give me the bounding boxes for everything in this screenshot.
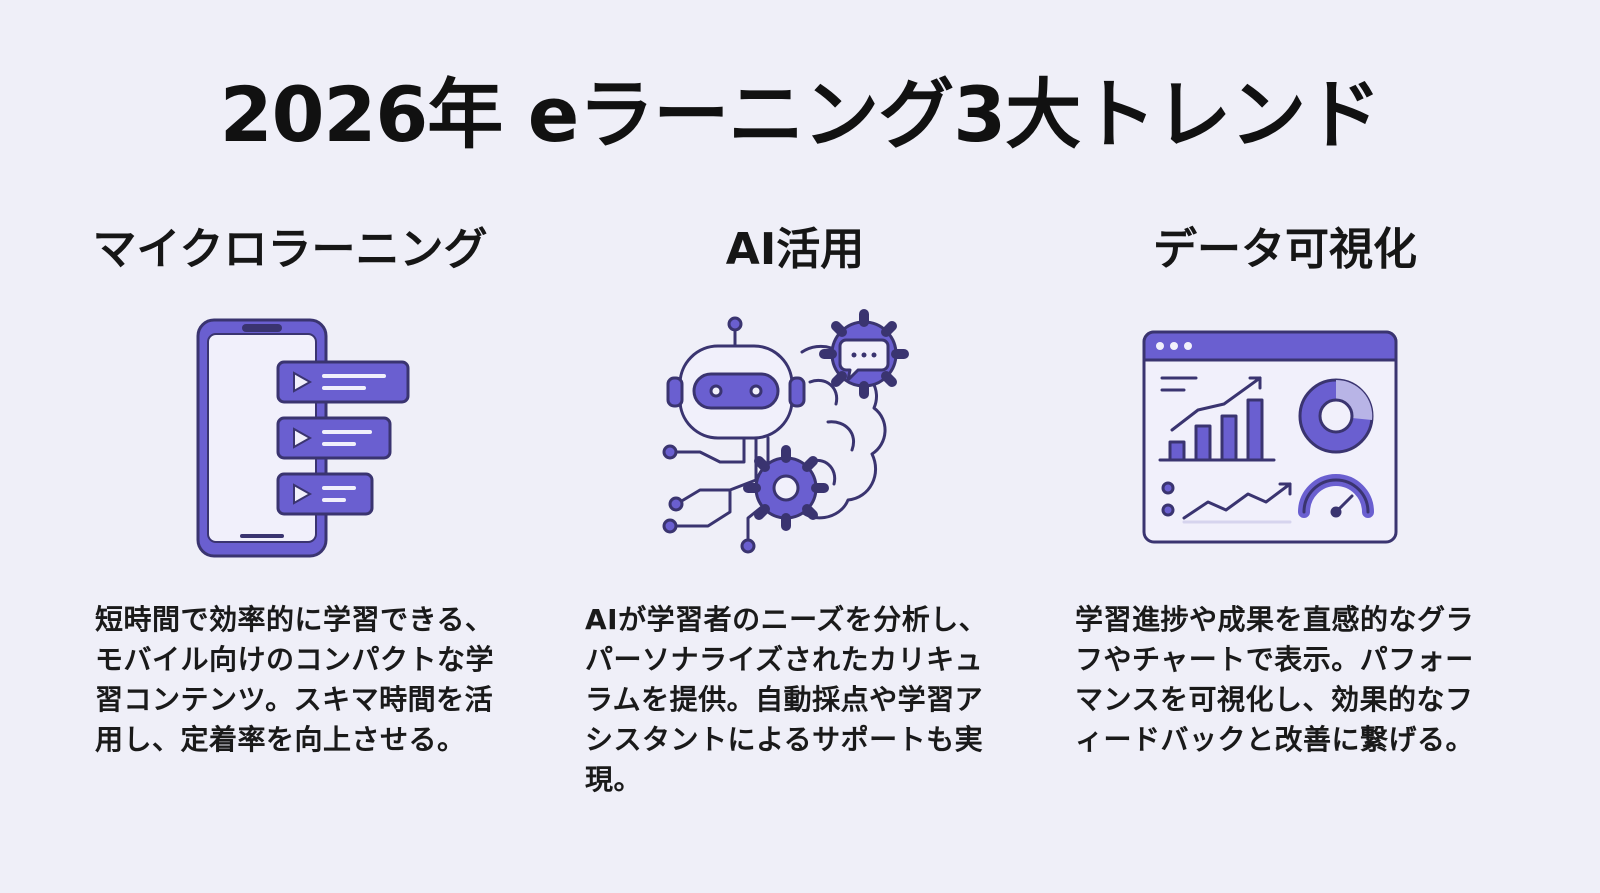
analytics-dashboard-icon bbox=[1140, 312, 1400, 562]
trend-heading: AI活用 bbox=[725, 224, 865, 275]
trend-heading: データ可視化 bbox=[1153, 224, 1417, 275]
trend-heading: マイクロラーニング bbox=[92, 224, 488, 275]
page-title: 2026年 eラーニング3大トレンド bbox=[219, 70, 1381, 159]
trend-description: AIが学習者のニーズを分析し、パーソナライズされたカリキュラムを提供。自動採点や… bbox=[585, 603, 988, 796]
trend-description: 短時間で効率的に学習できる、モバイル向けのコンパクトな学習コンテンツ。スキマ時間… bbox=[95, 603, 495, 756]
trend-description: 学習進捗や成果を直感的なグラフやチャートで表示。パフォーマンスを可視化し、効果的… bbox=[1075, 603, 1475, 756]
smartphone-video-list-icon bbox=[190, 312, 450, 562]
robot-brain-gear-icon bbox=[660, 309, 920, 562]
